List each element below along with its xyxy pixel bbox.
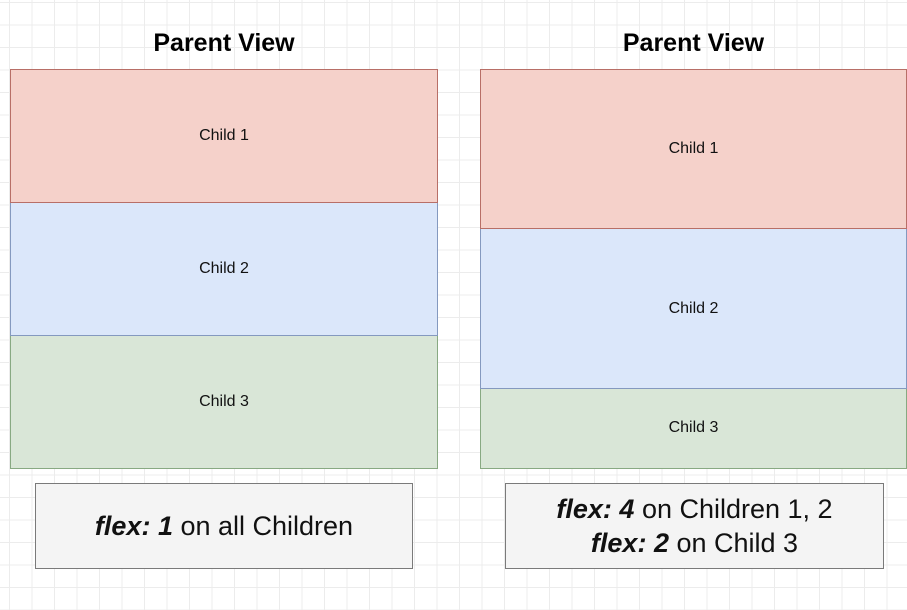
left-child-1: Child 1 bbox=[10, 69, 438, 203]
right-caption-text-2: on Child 3 bbox=[668, 528, 799, 558]
right-child-2: Child 2 bbox=[480, 229, 907, 389]
right-child-3-label: Child 3 bbox=[668, 419, 719, 437]
right-caption: flex: 4 on Children 1, 2 flex: 2 on Chil… bbox=[505, 483, 884, 569]
right-caption-line-2: flex: 2 on Child 3 bbox=[591, 526, 798, 560]
left-parent-view: Child 1 Child 2 Child 3 bbox=[10, 69, 438, 469]
right-caption-code-1: flex: 4 bbox=[556, 494, 635, 524]
left-caption-line-1: flex: 1 on all Children bbox=[95, 509, 353, 543]
left-child-1-label: Child 1 bbox=[199, 127, 249, 144]
right-child-3: Child 3 bbox=[480, 388, 907, 470]
left-caption-text-1: on all Children bbox=[172, 511, 354, 541]
left-caption-code-1: flex: 1 bbox=[94, 511, 173, 541]
left-parent-title: Parent View bbox=[153, 29, 295, 57]
right-child-1: Child 1 bbox=[480, 69, 907, 230]
right-child-1-label: Child 1 bbox=[668, 140, 719, 158]
right-parent-title: Parent View bbox=[622, 29, 765, 57]
left-child-3-label: Child 3 bbox=[199, 393, 249, 410]
right-caption-line-1: flex: 4 on Children 1, 2 bbox=[556, 492, 832, 526]
left-child-2-label: Child 2 bbox=[199, 260, 249, 277]
right-parent-view: Child 1 Child 2 Child 3 bbox=[480, 69, 907, 470]
left-child-2: Child 2 bbox=[10, 203, 438, 336]
right-caption-text-1: on Children 1, 2 bbox=[634, 494, 833, 524]
left-child-3: Child 3 bbox=[10, 336, 438, 469]
left-caption: flex: 1 on all Children bbox=[35, 483, 413, 569]
right-child-2-label: Child 2 bbox=[668, 299, 719, 317]
right-caption-code-2: flex: 2 bbox=[590, 528, 669, 558]
